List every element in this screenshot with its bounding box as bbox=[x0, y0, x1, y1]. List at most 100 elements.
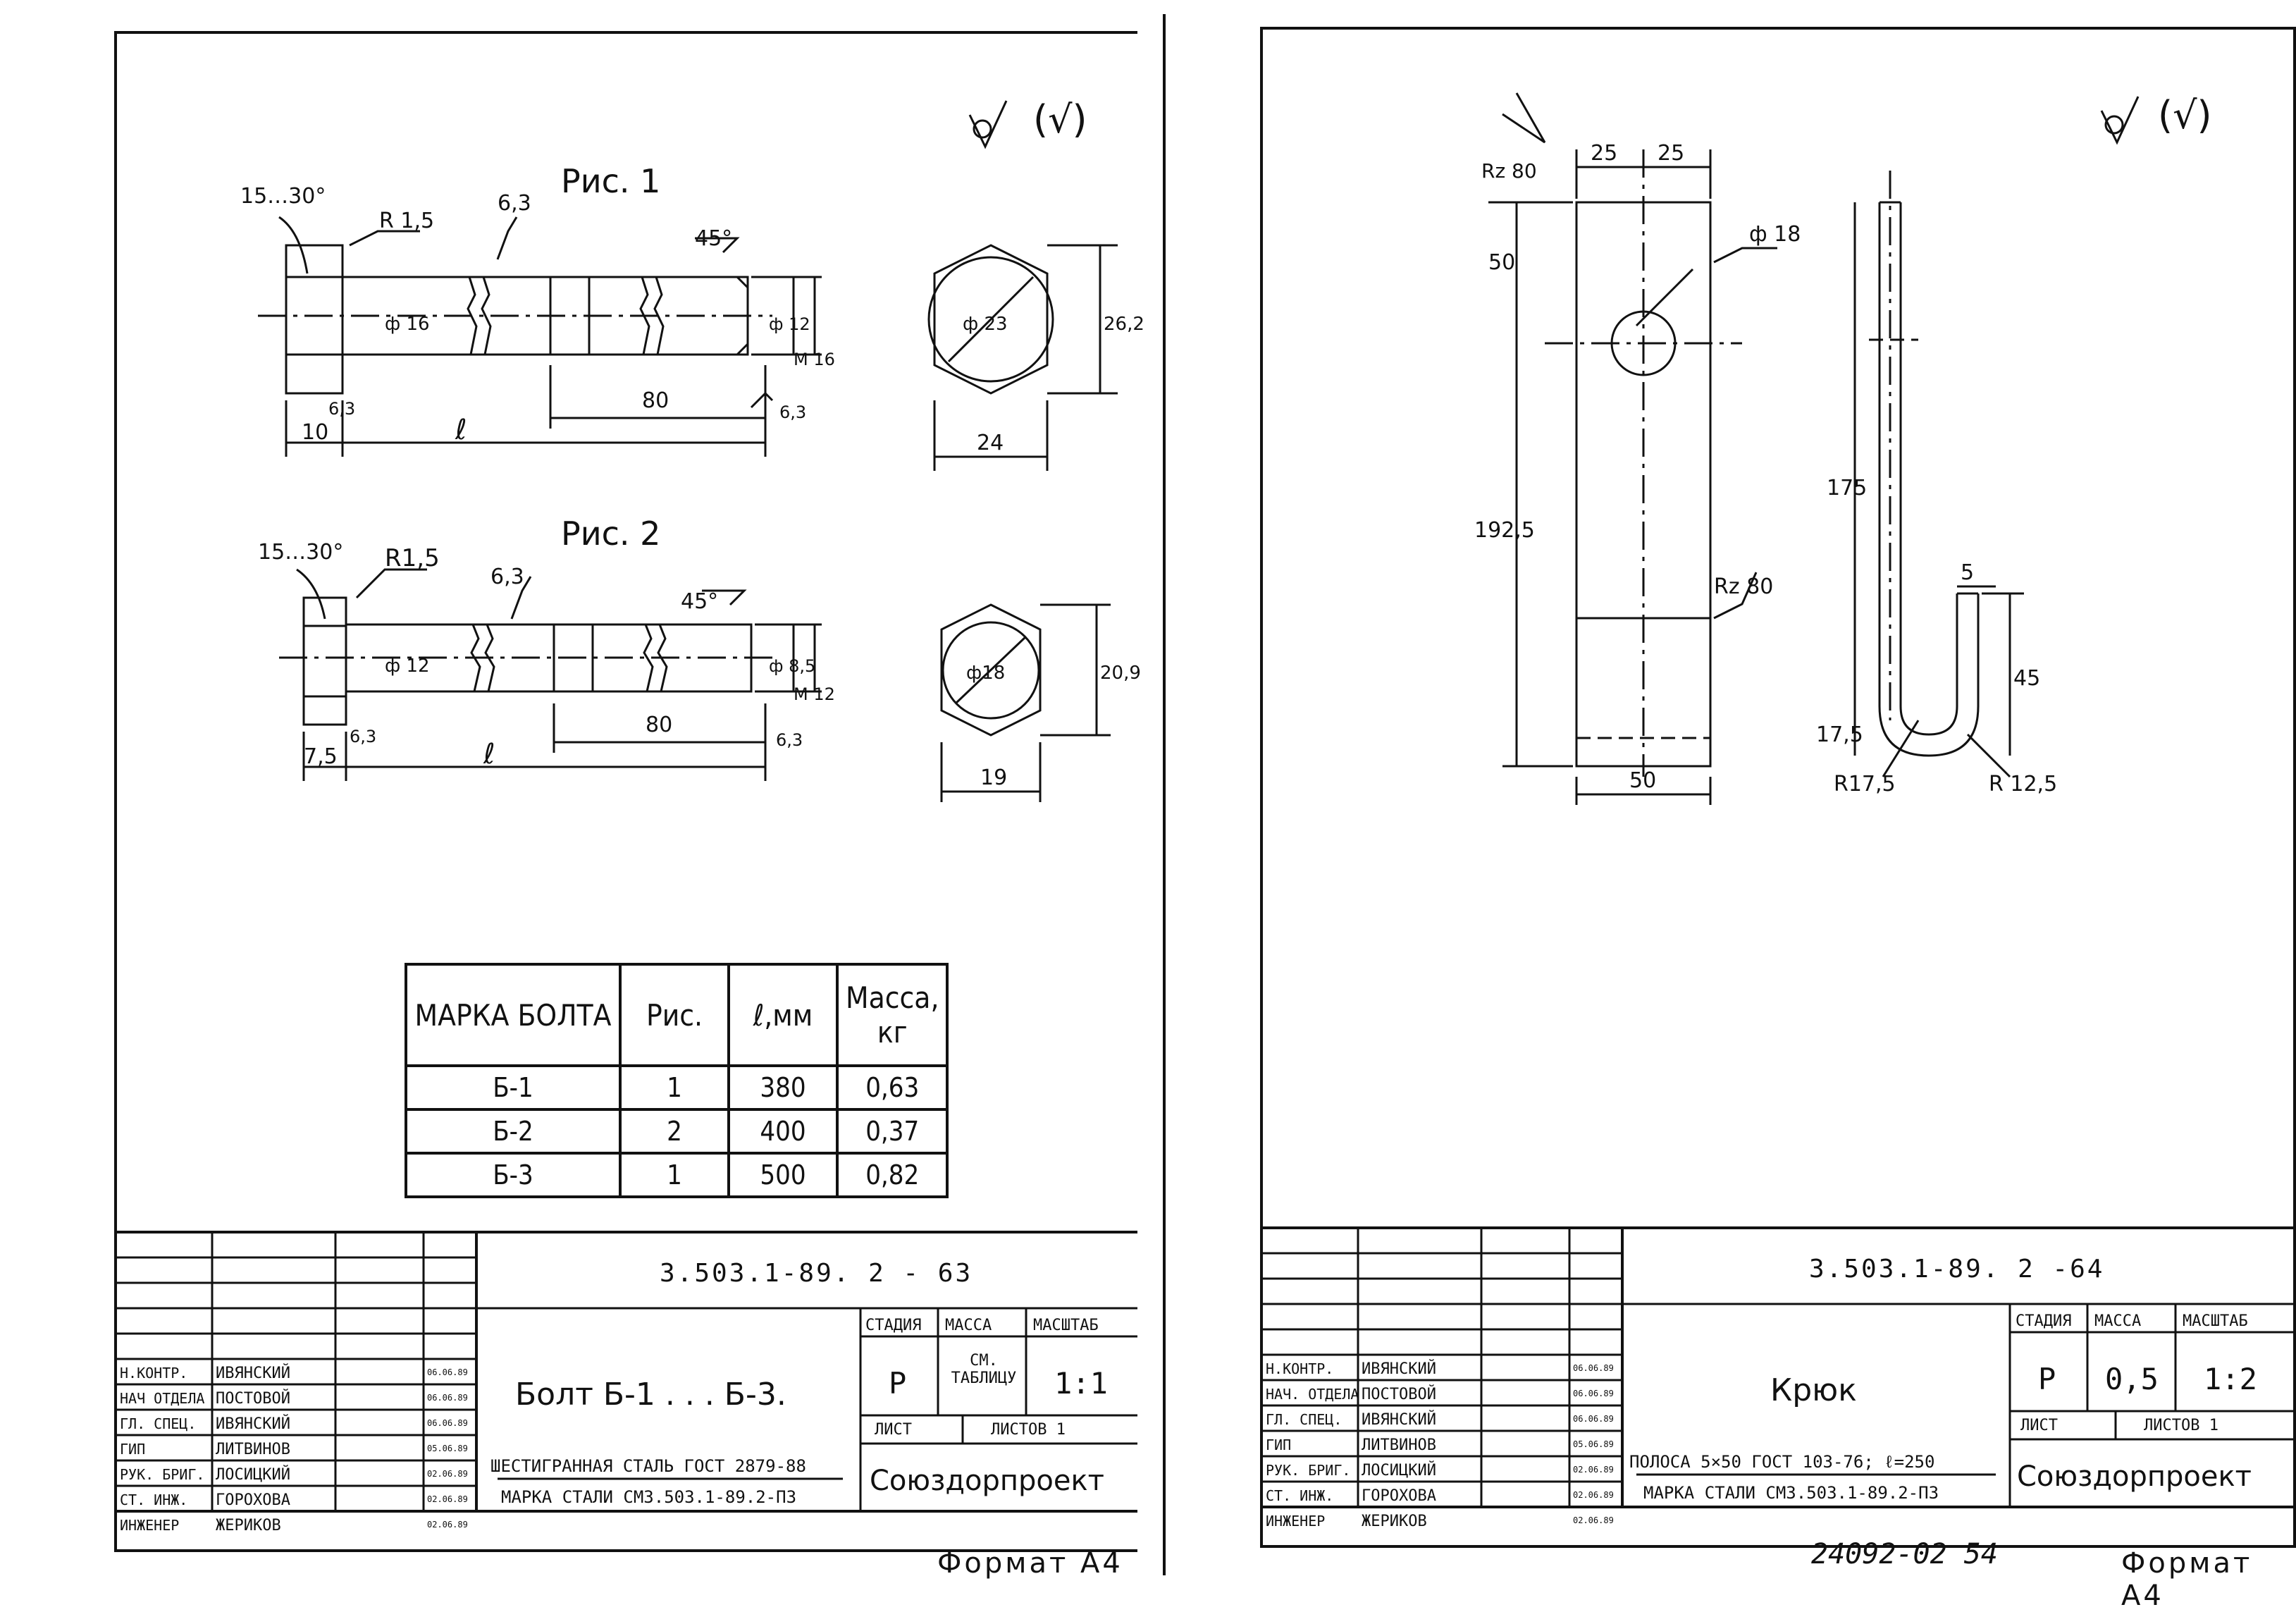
fig1-d-thread: ф 12 bbox=[769, 314, 810, 334]
sign-date: 02.06.89 bbox=[427, 1520, 468, 1530]
material-line-2: МАРКА СТАЛИ СМ3.503.1-89.2-П3 bbox=[1643, 1483, 1939, 1503]
role-label: Н.КОНТР. bbox=[120, 1365, 188, 1382]
sign-date: 02.06.89 bbox=[1573, 1465, 1614, 1475]
role-label: ГЛ. СПЕЦ. bbox=[1266, 1411, 1343, 1428]
role-label: НАЧ. ОТДЕЛА bbox=[1266, 1386, 1359, 1403]
fig1-roughness-head: 6,3 bbox=[328, 399, 355, 419]
scale-value: 1:1 bbox=[1054, 1366, 1108, 1401]
mass-label: МАССА bbox=[2094, 1312, 2142, 1330]
person-name: ИВЯНСКИЙ bbox=[1362, 1360, 1436, 1378]
hook-low-h: 17,5 bbox=[1816, 722, 1863, 747]
table-row: Б-1 1 380 0,63 bbox=[405, 1064, 949, 1111]
fig1-chamfer: 45° bbox=[695, 226, 732, 251]
role-label: НАЧ ОТДЕЛА bbox=[120, 1390, 205, 1407]
mass-value: 0,5 bbox=[2105, 1362, 2159, 1396]
fig2-length: ℓ bbox=[483, 738, 495, 770]
fig2-chamfer: 45° bbox=[681, 589, 718, 614]
stage-value: Р bbox=[2038, 1362, 2056, 1396]
sign-date: 06.06.89 bbox=[1573, 1414, 1614, 1424]
plate-hole bbox=[1610, 310, 1677, 376]
bolt-table-header: Масса, кг bbox=[835, 963, 949, 1067]
plate-h-bottom: 192,5 bbox=[1474, 518, 1535, 543]
stage-label: СТАДИЯ bbox=[865, 1317, 922, 1334]
sign-date: 02.06.89 bbox=[427, 1469, 468, 1479]
organization-name: Союздорпроект bbox=[870, 1465, 1104, 1497]
person-name: ИВЯНСКИЙ bbox=[216, 1415, 290, 1433]
doc-title-left: Болт Б-1 . . . Б-3. bbox=[515, 1377, 786, 1413]
hook-gap: 5 bbox=[1961, 560, 1974, 585]
table-cell: Б-1 bbox=[405, 1064, 622, 1111]
material-line-1: ШЕСТИГРАННАЯ СТАЛЬ ГОСТ 2879-88 bbox=[490, 1456, 806, 1476]
material-line-2: МАРКА СТАЛИ СМ3.503.1-89.2-П3 bbox=[501, 1487, 797, 1507]
format-label-left: Формат А4 bbox=[937, 1547, 1123, 1580]
sign-date: 06.06.89 bbox=[427, 1418, 468, 1428]
person-name: ИВЯНСКИЙ bbox=[216, 1365, 290, 1382]
organization-name: Союздорпроект bbox=[2017, 1460, 2252, 1493]
fig2-hex-circle: ф18 bbox=[966, 663, 1005, 684]
table-cell: 2 bbox=[619, 1108, 730, 1155]
sign-date: 05.06.89 bbox=[427, 1444, 468, 1453]
sign-date: 05.06.89 bbox=[1573, 1439, 1614, 1449]
doc-code-right: 3.503.1-89. 2 -64 bbox=[1809, 1255, 2105, 1284]
role-label: ГИП bbox=[120, 1441, 146, 1458]
table-cell: 500 bbox=[727, 1152, 839, 1198]
stage-value: Р bbox=[889, 1366, 907, 1401]
sheet-label: ЛИСТ bbox=[2020, 1417, 2058, 1434]
plate-w2: 25 bbox=[1658, 141, 1684, 166]
title-block-right bbox=[1263, 1226, 2293, 1508]
fig2-hex-width: 19 bbox=[980, 765, 1007, 790]
hook-outline bbox=[1878, 202, 1980, 757]
person-name: ЖЕРИКОВ bbox=[1362, 1513, 1427, 1530]
title-block-left bbox=[117, 1231, 1137, 1513]
person-name: ГОРОХОВА bbox=[1362, 1487, 1436, 1505]
fig2-d-shank: ф 12 bbox=[385, 656, 430, 677]
role-label: ИНЖЕНЕР bbox=[120, 1517, 180, 1534]
fig1-roughness-body: 6,3 bbox=[498, 191, 531, 216]
table-cell: 1 bbox=[619, 1064, 730, 1111]
role-label: СТ. ИНЖ. bbox=[1266, 1487, 1334, 1504]
fig2-caption: Рис. 2 bbox=[561, 515, 660, 553]
bolt-table-header: МАРКА БОЛТА bbox=[405, 963, 622, 1067]
plate-w1: 25 bbox=[1591, 141, 1617, 166]
role-label: РУК. БРИГ. bbox=[1266, 1462, 1351, 1479]
page-separator bbox=[1163, 14, 1166, 1575]
person-name: ЛОСИЦКИЙ bbox=[1362, 1462, 1436, 1479]
role-label: СТ. ИНЖ. bbox=[120, 1491, 188, 1508]
format-label-right: Формат А4 bbox=[2121, 1547, 2253, 1612]
hook-bend-h: 45 bbox=[2013, 666, 2040, 691]
person-name: ЛИТВИНОВ bbox=[216, 1441, 290, 1458]
fig2-roughness-head: 6,3 bbox=[350, 727, 376, 746]
hole-diameter: ф 18 bbox=[1749, 222, 1801, 247]
scale-value: 1:2 bbox=[2204, 1362, 2257, 1396]
person-name: ЛИТВИНОВ bbox=[1362, 1436, 1436, 1454]
fig2-d-thread: ф 8,5 bbox=[769, 656, 815, 676]
fig1-thread: М 16 bbox=[794, 350, 835, 369]
fig1-roughness-end: 6,3 bbox=[779, 402, 806, 422]
fig1-thread-len: 80 bbox=[642, 388, 669, 413]
material-line-1: ПОЛОСА 5×50 ГОСТ 103-76; ℓ=250 bbox=[1629, 1452, 1935, 1472]
fig2-head-angle: 15…30° bbox=[258, 540, 343, 565]
fig1-caption: Рис. 1 bbox=[561, 162, 660, 200]
role-label: РУК. БРИГ. bbox=[120, 1466, 205, 1483]
hook-height: 175 bbox=[1827, 476, 1867, 500]
archive-number: 24092-02 54 bbox=[1811, 1538, 1998, 1570]
fig1-radius: R 1,5 bbox=[379, 209, 434, 233]
sign-date: 02.06.89 bbox=[1573, 1490, 1614, 1500]
table-cell: 380 bbox=[727, 1064, 839, 1111]
scale-label: МАСШТАБ bbox=[2183, 1312, 2248, 1330]
fig2-thread: М 12 bbox=[794, 684, 835, 704]
fig1-hex-circle: ф 23 bbox=[963, 314, 1008, 335]
table-row: Б-2 2 400 0,37 bbox=[405, 1108, 949, 1155]
scale-label: МАСШТАБ bbox=[1033, 1317, 1099, 1334]
doc-title-right: Крюк bbox=[1770, 1372, 1857, 1408]
bolt-table-header: Рис. bbox=[619, 963, 730, 1067]
table-cell: Б-3 bbox=[405, 1152, 622, 1198]
sheet-label: ЛИСТ bbox=[875, 1421, 912, 1439]
bolt-table: МАРКА БОЛТА Рис. ℓ,мм Масса, кг Б-1 1 38… bbox=[405, 963, 949, 1198]
table-cell: 0,37 bbox=[835, 1108, 949, 1155]
hook-r-inner: R 12,5 bbox=[1989, 772, 2057, 796]
doc-code-left: 3.503.1-89. 2 - 63 bbox=[660, 1259, 973, 1288]
table-cell: 400 bbox=[727, 1108, 839, 1155]
fig1-hex-width: 24 bbox=[977, 431, 1004, 455]
sheets-label: ЛИСТОВ 1 bbox=[2144, 1417, 2218, 1434]
